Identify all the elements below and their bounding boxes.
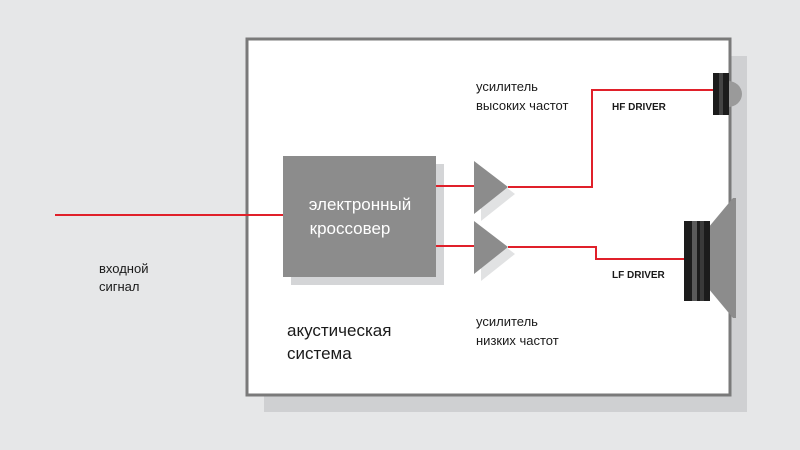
hf-amplifier-triangle	[474, 161, 508, 214]
crossover-label-line1: электронный	[309, 195, 412, 214]
crossover-label-line2: кроссовер	[310, 219, 391, 238]
hf-amplifier-label-line1: усилитель	[476, 79, 538, 94]
lf-driver-icon	[684, 198, 736, 318]
hf-driver-icon	[713, 73, 742, 115]
lf-amplifier-label-line2: низких частот	[476, 333, 559, 348]
lf-amplifier-label-line1: усилитель	[476, 314, 538, 329]
speaker-system-label-line1: акустическая	[287, 321, 391, 340]
hf-signal-line	[508, 89, 714, 188]
lf-amplifier-triangle	[474, 221, 508, 274]
lf-driver-label: LF DRIVER	[612, 270, 666, 281]
hf-driver-label: HF DRIVER	[612, 102, 667, 113]
input-signal-label-line2: сигнал	[99, 279, 140, 294]
hf-amplifier-label-line2: высоких частот	[476, 98, 568, 113]
lf-signal-line	[508, 246, 684, 260]
speaker-system-label-line2: система	[287, 344, 352, 363]
input-signal-label-line1: входной	[99, 261, 148, 276]
crossover-box	[283, 156, 436, 277]
